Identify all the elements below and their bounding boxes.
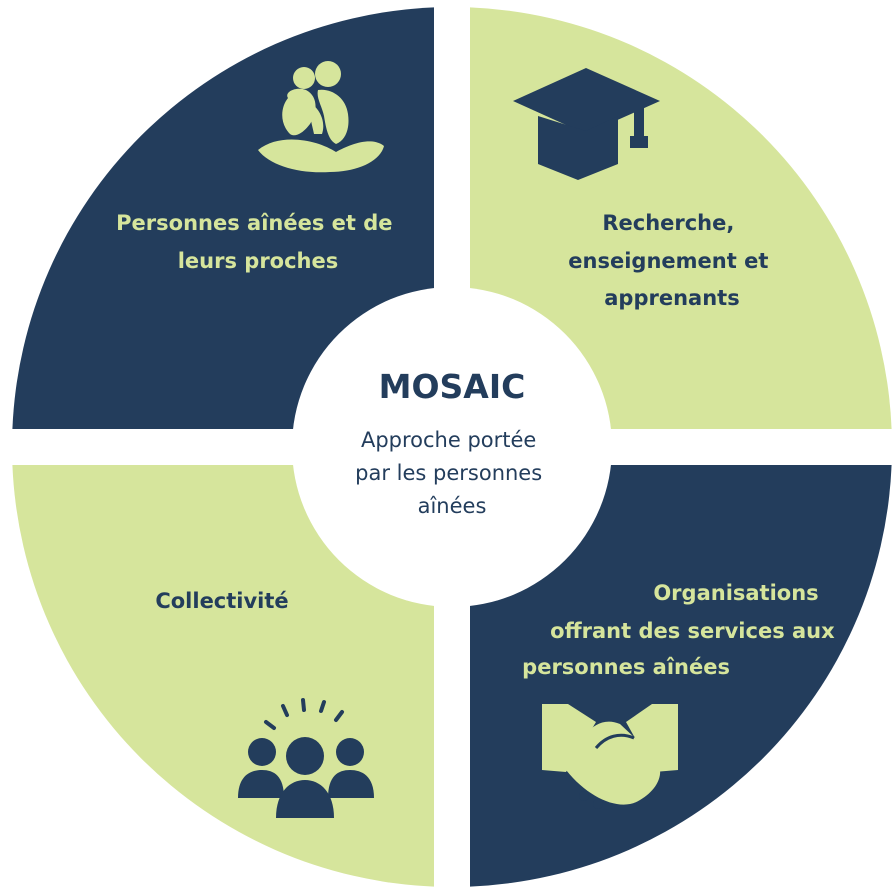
center-title: MOSAIC — [379, 367, 526, 406]
center-subtitle: Approche portée par les personnes aînées — [355, 428, 549, 518]
label-bottom-right-line-3: personnes aînées — [522, 655, 730, 679]
graduation-cap-icon — [513, 68, 660, 180]
caring-hands-family-icon — [258, 61, 384, 173]
label-top-left-line-1: Personnes aînées et de — [116, 211, 392, 235]
center-subtitle-line-1: Approche portée — [361, 428, 536, 452]
community-group-icon — [238, 698, 374, 818]
label-bottom-left-line-1: Collectivité — [155, 589, 288, 613]
label-top-right-line-1: Recherche, — [602, 211, 734, 235]
handshake-icon — [542, 704, 678, 809]
quadrant-bottom-right — [470, 465, 892, 887]
center-subtitle-line-3: aînées — [418, 494, 487, 518]
center-subtitle-line-2: par les personnes — [355, 461, 542, 485]
label-top-right: Recherche, enseignement et apprenants — [568, 211, 775, 310]
label-top-left: Personnes aînées et de leurs proches — [116, 211, 400, 273]
label-bottom-left: Collectivité — [155, 589, 288, 613]
label-bottom-right-line-1: Organisations — [653, 581, 818, 605]
quadrant-bottom-left — [12, 465, 435, 887]
label-top-right-line-3: apprenants — [604, 286, 739, 310]
label-bottom-right-line-2: offrant des services aux — [550, 619, 835, 643]
center-circle — [292, 287, 612, 607]
label-top-right-line-2: enseignement et — [568, 249, 768, 273]
label-bottom-right: Organisations offrant des services aux p… — [522, 581, 842, 679]
label-top-left-line-2: leurs proches — [178, 249, 339, 273]
